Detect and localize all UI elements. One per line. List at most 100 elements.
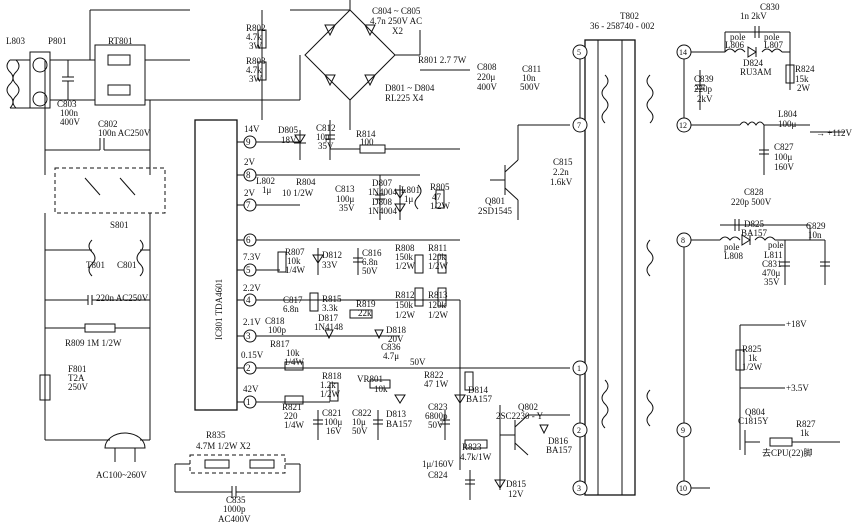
label-c822: C822: [352, 408, 372, 418]
label-c815: C815: [553, 157, 573, 167]
label-r815: R815: [322, 294, 342, 304]
label-c835-cap: 1000p: [223, 504, 246, 514]
label-r811-watt: 1/2W: [428, 261, 449, 271]
label-c803-volt: 400V: [60, 117, 81, 127]
label-r817-watt: 1/4W: [284, 357, 305, 367]
label-r822-val: 47 1W: [424, 379, 449, 389]
label-r814: R814: [356, 129, 376, 139]
label-d817: D817: [318, 313, 338, 323]
label-c801-val: 220n AC250V: [96, 293, 149, 303]
label-c816: C816: [362, 248, 382, 258]
secondary-outputs: [695, 26, 845, 455]
label-f801: F801: [68, 364, 87, 374]
label-pin8: 8: [246, 170, 251, 180]
label-c821-volt: 16V: [326, 426, 342, 436]
label-c827: C827: [774, 142, 794, 152]
label-c829-cap: 10n: [808, 230, 822, 240]
label-out-3v5: +3.5V: [786, 383, 809, 393]
label-d805-volt: 18V: [281, 135, 297, 145]
label-l811: L811: [764, 250, 783, 260]
label-pin4: 4: [246, 295, 251, 305]
control-network: [174, 10, 506, 500]
label-d801-val: RL225 X4: [385, 93, 424, 103]
label-r821: R821: [282, 402, 302, 412]
label-out-18v: +18V: [786, 319, 807, 329]
label-r811: R811: [428, 243, 447, 253]
label-c817-cap: 6.8n: [283, 304, 299, 314]
label-d807-val: 1N4004: [368, 187, 397, 197]
label-r808-watt: 1/2W: [395, 261, 416, 271]
label-l804: L804: [778, 109, 797, 119]
label-p801: P801: [48, 36, 67, 46]
label-tpin14: 14: [679, 48, 687, 57]
label-r809: R809 1M 1/2W: [65, 338, 122, 348]
label-c808-cap: 220μ: [477, 72, 496, 82]
labels-ic: IC801 TDA4601 14V 9 2V 8 2V 7 6 7.3V 5 2…: [214, 124, 264, 407]
label-c808: C808: [477, 62, 497, 72]
label-pin6: 6: [246, 235, 251, 245]
label-c808-volt: 400V: [477, 82, 498, 92]
label-r819: R819: [356, 299, 376, 309]
label-q801-val: 2SD1545: [478, 206, 513, 216]
label-c836: C836: [381, 342, 401, 352]
label-r804-val: 10 1/2W: [282, 188, 314, 198]
label-r813-ohm: 120k: [428, 300, 447, 310]
label-r822: R822: [424, 370, 444, 380]
label-c811-volt: 500V: [520, 82, 541, 92]
label-tpin1: 1: [577, 364, 581, 373]
label-cpu-out: 去CPU(22)脚: [762, 447, 813, 458]
label-r802: R802: [246, 23, 266, 33]
label-pin5: 5: [246, 265, 251, 275]
label-rt801: RT801: [108, 36, 132, 46]
label-d825: D825: [744, 219, 764, 229]
label-q802-val: 2SC2230 - Y: [496, 411, 544, 421]
label-pin3-volt: 2.1V: [243, 317, 261, 327]
label-l803: L803: [6, 36, 25, 46]
label-r813-watt: 1/2W: [428, 310, 449, 320]
label-r818-ohm: 1.2k: [320, 380, 336, 390]
label-r827-ohm: 1k: [800, 428, 810, 438]
label-t802-part: 36 - 258740 - 002: [590, 21, 655, 31]
label-c828-val: 220p 500V: [731, 197, 772, 207]
label-pin1-volt: 42V: [243, 384, 259, 394]
label-c839: C839: [694, 74, 714, 84]
label-r824-ohm: 15k: [795, 74, 809, 84]
label-tpin7: 7: [577, 121, 581, 130]
label-r811-ohm: 120k: [428, 252, 447, 262]
label-r803: R803: [246, 56, 266, 66]
label-d805: D805: [278, 125, 298, 135]
label-r835: R835: [206, 430, 226, 440]
label-d825-val: BA157: [741, 228, 768, 238]
label-l804-val: 100μ: [778, 119, 797, 129]
label-c816-volt: 50V: [362, 266, 378, 276]
label-r827: R827: [796, 419, 816, 429]
label-c813: C813: [335, 184, 355, 194]
labels-left: L803 P801 RT801 C803 100n 400V C802 100n…: [6, 36, 151, 480]
label-c816-cap: 6.8n: [362, 257, 378, 267]
label-c823-cap: 6800p: [425, 411, 448, 421]
label-r803-watt: 3W: [249, 74, 263, 84]
label-r819-ohm: 22k: [358, 308, 372, 318]
bridge-rectifier: [290, 0, 470, 130]
label-vr801: VR801: [357, 374, 383, 384]
label-r808-ohm: 150k: [395, 252, 414, 262]
label-r814-val: 100: [360, 137, 374, 147]
label-pin8-volt: 2V: [244, 157, 256, 167]
label-c812-cap: 10μ: [316, 132, 330, 142]
label-r807-ohm: 10k: [287, 256, 301, 266]
label-r818-watt: 1/2W: [320, 389, 341, 399]
label-tpin9: 9: [681, 426, 685, 435]
label-c813-volt: 35V: [339, 203, 355, 213]
label-pin9: 9: [246, 137, 251, 147]
label-tpin3: 3: [577, 484, 581, 493]
label-c830: C830: [760, 2, 780, 12]
label-d808-val: 1N4004: [368, 206, 397, 216]
label-s801: S801: [110, 220, 129, 230]
label-r805-ohm: 47: [432, 192, 442, 202]
label-d817-val: 1N4148: [314, 322, 343, 332]
label-t802: T802: [620, 11, 639, 21]
label-r805: R805: [430, 182, 450, 192]
label-pin9-volt: 14V: [244, 124, 260, 134]
label-r825: R825: [742, 344, 762, 354]
